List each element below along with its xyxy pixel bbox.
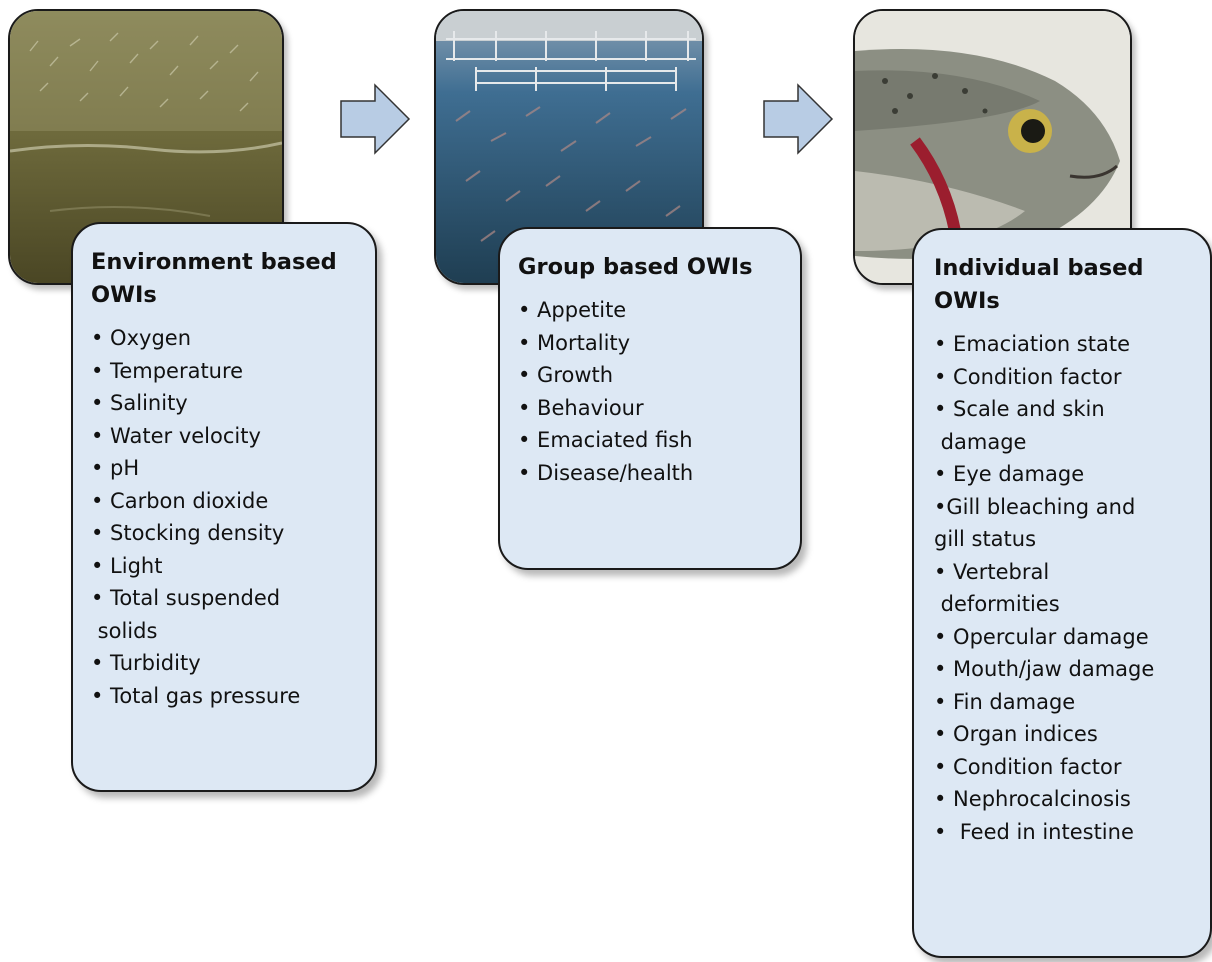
environment-owis-card: Environment based OWIs • Oxygen • Temper…: [71, 222, 377, 792]
list-item: • Feed in intestine: [934, 819, 1134, 844]
list-item: • Eye damage: [934, 462, 1085, 486]
list-item: • Salinity: [91, 391, 188, 415]
list-item: • Mortality: [518, 330, 631, 355]
list-item: • Oxygen: [91, 326, 192, 350]
list-item: • Water velocity: [91, 423, 261, 448]
right-arrow-icon: [763, 83, 834, 155]
list-item: •Gill bleaching and gill status: [934, 494, 1136, 552]
indicator-list: • Appetite • Mortality • Growth • Behavi…: [518, 294, 800, 489]
card-title: Environment based OWIs: [91, 246, 375, 312]
list-item: • Emaciation state: [934, 332, 1131, 356]
list-item: • Condition factor: [934, 364, 1122, 389]
list-item: • Temperature: [91, 358, 244, 383]
group-owis-card: Group based OWIs • Appetite • Mortality …: [498, 227, 802, 570]
list-item: • Light: [91, 553, 163, 578]
list-item: • Stocking density: [91, 521, 285, 545]
list-item: • Emaciated fish: [518, 428, 693, 452]
list-item: • Mouth/jaw damage: [934, 657, 1155, 681]
list-item: • Condition factor: [934, 754, 1122, 779]
list-item: • Growth: [518, 363, 614, 387]
card-title-line: OWIs: [91, 282, 157, 308]
list-item: • Turbidity: [91, 651, 201, 675]
right-arrow-icon: [340, 83, 411, 155]
card-title-line: Individual based: [934, 255, 1144, 281]
card-title: Group based OWIs: [518, 251, 800, 284]
list-item: • Organ indices: [934, 722, 1098, 746]
list-item: • Disease/health: [518, 460, 694, 485]
list-item: • Carbon dioxide: [91, 488, 269, 513]
list-item: • Nephrocalcinosis: [934, 787, 1131, 811]
list-item: • Opercular damage: [934, 624, 1149, 649]
list-item: • pH: [91, 456, 140, 480]
indicator-list: • Emaciation state • Condition factor • …: [934, 328, 1210, 848]
list-item: • Vertebral deformities: [934, 559, 1060, 617]
card-title-line: Environment based: [91, 249, 337, 275]
list-item: • Total suspended solids: [91, 586, 281, 643]
card-title: Individual based OWIs: [934, 252, 1210, 318]
card-title-line: Group based OWIs: [518, 254, 753, 280]
list-item: • Scale and skin damage: [934, 397, 1105, 454]
individual-owis-card: Individual based OWIs • Emaciation state…: [912, 228, 1212, 958]
list-item: • Behaviour: [518, 395, 644, 420]
list-item: • Fin damage: [934, 689, 1076, 714]
indicator-list: • Oxygen • Temperature • Salinity • Wate…: [91, 322, 375, 712]
list-item: • Appetite: [518, 298, 627, 322]
card-title-line: OWIs: [934, 288, 1000, 314]
list-item: • Total gas pressure: [91, 683, 301, 708]
